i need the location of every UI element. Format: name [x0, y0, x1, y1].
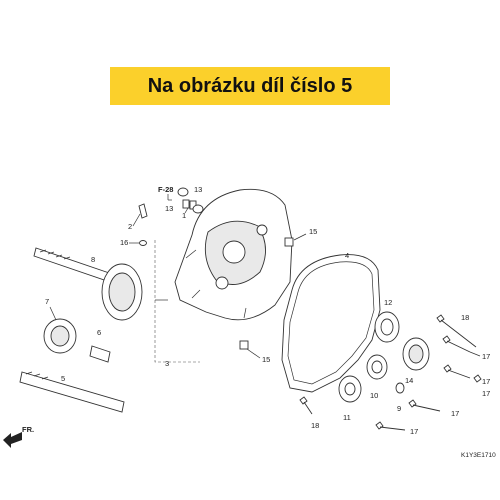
dowel-15-lower — [239, 340, 249, 350]
bolt-17d — [408, 399, 441, 412]
group-bracket — [154, 240, 200, 363]
case-shaft-bore — [215, 276, 229, 290]
callout-7: 7 — [45, 297, 49, 306]
leader-17a — [469, 351, 481, 357]
callout-17a: 17 — [482, 352, 490, 361]
callout-17e: 17 — [410, 427, 418, 436]
bearing-11-bore — [344, 382, 356, 396]
o-ring-upper — [177, 187, 189, 197]
callout-18b: 18 — [311, 421, 319, 430]
leader-1 — [184, 207, 189, 214]
callout-6: 6 — [97, 328, 101, 337]
o-ring-lower — [192, 204, 204, 214]
leader-7 — [49, 306, 57, 321]
diagram-code: K1Y3E1710 — [461, 452, 496, 459]
bolt-17a — [442, 335, 471, 353]
headline-banner: Na obrázku díl číslo 5 — [110, 67, 390, 105]
bolt-17e — [375, 421, 406, 431]
bolt-17c — [473, 374, 482, 383]
direction-label: FR. — [22, 425, 34, 434]
callout-1: 1 — [182, 211, 186, 220]
callout-11: 11 — [343, 413, 351, 422]
bolt-18-upper — [436, 314, 477, 348]
callout-14: 14 — [405, 376, 413, 385]
gear-8-hub — [108, 272, 136, 312]
bolt-18-lower — [299, 396, 313, 415]
bearing-12-bore — [380, 318, 394, 336]
case-ribs — [185, 249, 247, 319]
callout-13b: 13 — [165, 204, 173, 213]
page-ref-label: F-28 — [158, 185, 173, 194]
leader-15b — [246, 348, 261, 359]
callout-12: 12 — [384, 298, 392, 307]
breather-tube — [138, 203, 148, 219]
oil-seal-14-lip — [408, 344, 424, 364]
callout-10: 10 — [370, 391, 378, 400]
case-bearing-bore — [222, 240, 246, 264]
pinion-6 — [89, 345, 111, 363]
callout-2: 2 — [128, 222, 132, 231]
callout-13a: 13 — [194, 185, 202, 194]
callout-15a: 15 — [309, 227, 317, 236]
callout-5: 5 — [61, 374, 65, 383]
shaft-5-splines — [25, 371, 49, 380]
callout-18a: 18 — [461, 313, 469, 322]
callout-4: 4 — [345, 251, 349, 260]
callout-15b: 15 — [262, 355, 270, 364]
shaft-8-splines — [39, 249, 71, 260]
dowel-pin-1 — [182, 199, 190, 209]
headline-text: Na obrázku díl číslo 5 — [147, 74, 353, 97]
leader-15a — [293, 233, 307, 241]
case-gasket — [281, 254, 381, 393]
gear-7-hub — [50, 325, 70, 347]
gasket-inner-edge — [287, 261, 375, 385]
callout-17b: 17 — [482, 377, 490, 386]
leader-2 — [132, 213, 141, 227]
callout-16: 16 — [120, 238, 128, 247]
callout-9: 9 — [397, 404, 401, 413]
bolt-17b — [443, 364, 471, 379]
front-arrow-icon — [3, 432, 22, 448]
dowel-15-upper — [284, 237, 294, 247]
bearing-10-bore — [371, 360, 383, 374]
washer-9 — [395, 382, 405, 394]
callout-8: 8 — [91, 255, 95, 264]
final-shaft-5 — [19, 371, 125, 413]
case-upper-bore — [256, 224, 268, 236]
callout-17c: 17 — [482, 389, 490, 398]
callout-17d: 17 — [451, 409, 459, 418]
tube-clip — [139, 240, 147, 246]
callout-3: 3 — [165, 359, 169, 368]
